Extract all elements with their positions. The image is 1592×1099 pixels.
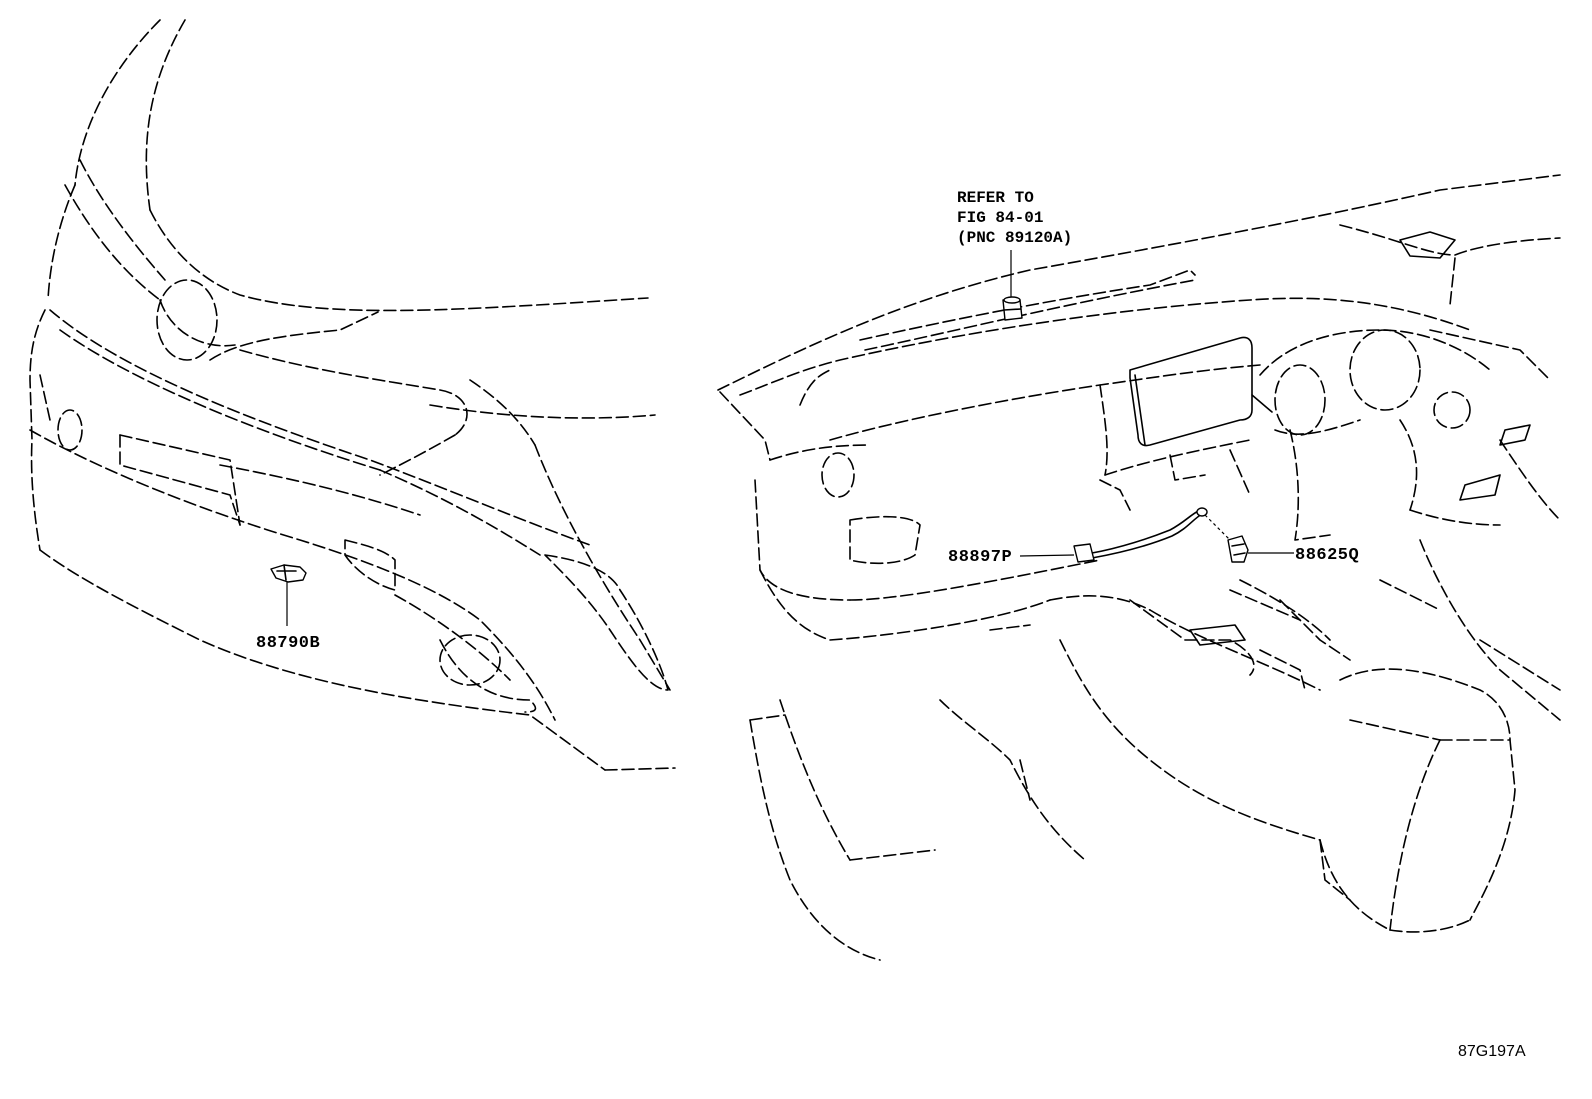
harness-88897P-icon	[1073, 507, 1208, 563]
callout-88625Q[interactable]: 88625Q	[1295, 546, 1359, 565]
instrument-panel-view: REFER TO FIG 84-01 (PNC 89120A) 88897P 8…	[717, 174, 1561, 961]
refer-note-line2: FIG 84-01	[957, 209, 1043, 227]
callout-88897P[interactable]: 88897P	[948, 548, 1012, 567]
sensor-88625Q-icon	[1204, 514, 1249, 563]
refer-note-line1: REFER TO	[957, 189, 1034, 207]
callout-88790B[interactable]: 88790B	[256, 634, 320, 653]
refer-note-line3: (PNC 89120A)	[957, 229, 1072, 247]
leader-88897P	[1019, 554, 1075, 557]
front-bumper-view: 88790B	[29, 19, 676, 771]
sensor-88790B-icon	[270, 564, 307, 583]
figure-code: 87G197A	[1458, 1043, 1526, 1060]
dash-sensor-89120A-icon	[1002, 296, 1023, 321]
